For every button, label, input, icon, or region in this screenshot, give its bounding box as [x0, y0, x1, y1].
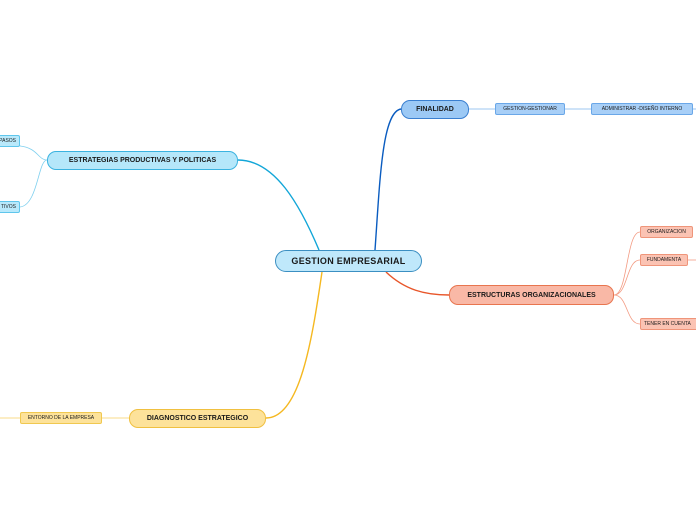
topic-finalidad[interactable]: FINALIDAD	[401, 100, 469, 119]
link-estrategias-pasos	[19, 145, 48, 161]
subtopic-gestion-gestionar[interactable]: GESTION-GESTIONAR	[495, 103, 565, 115]
link-estructuras-tener	[613, 294, 641, 325]
link-estructuras-fundamenta	[613, 259, 641, 296]
link-central-estructuras	[385, 271, 450, 296]
link-central-estrategias	[237, 159, 320, 251]
link-central-finalidad	[374, 108, 402, 251]
topic-estructuras-organizacionales[interactable]: ESTRUCTURAS ORGANIZACIONALES	[449, 285, 614, 305]
link-estrategias-tivos	[19, 159, 48, 208]
subtopic-pasos[interactable]: PASOS	[0, 135, 20, 147]
topic-diagnostico-estrategico[interactable]: DIAGNOSTICO ESTRATEGICO	[129, 409, 266, 428]
link-central-diagnostico	[265, 271, 323, 419]
central-topic[interactable]: GESTION EMPRESARIAL	[275, 250, 422, 272]
topic-estrategias-productivas[interactable]: ESTRATEGIAS PRODUCTIVAS Y POLITICAS	[47, 151, 238, 170]
subtopic-fundamenta[interactable]: FUNDAMENTA	[640, 254, 688, 266]
subtopic-tener-en-cuenta[interactable]: TENER EN CUENTA	[640, 318, 696, 330]
subtopic-organizacion[interactable]: ORGANIZACION	[640, 226, 693, 238]
subtopic-administrar-diseno-interno[interactable]: ADMINISTRAR -DISEÑO INTERNO	[591, 103, 693, 115]
subtopic-entorno-de-la-empresa[interactable]: ENTORNO DE LA EMPRESA	[20, 412, 102, 424]
link-estructuras-organizacion	[613, 231, 641, 296]
subtopic-tivos[interactable]: TIVOS	[0, 201, 20, 213]
